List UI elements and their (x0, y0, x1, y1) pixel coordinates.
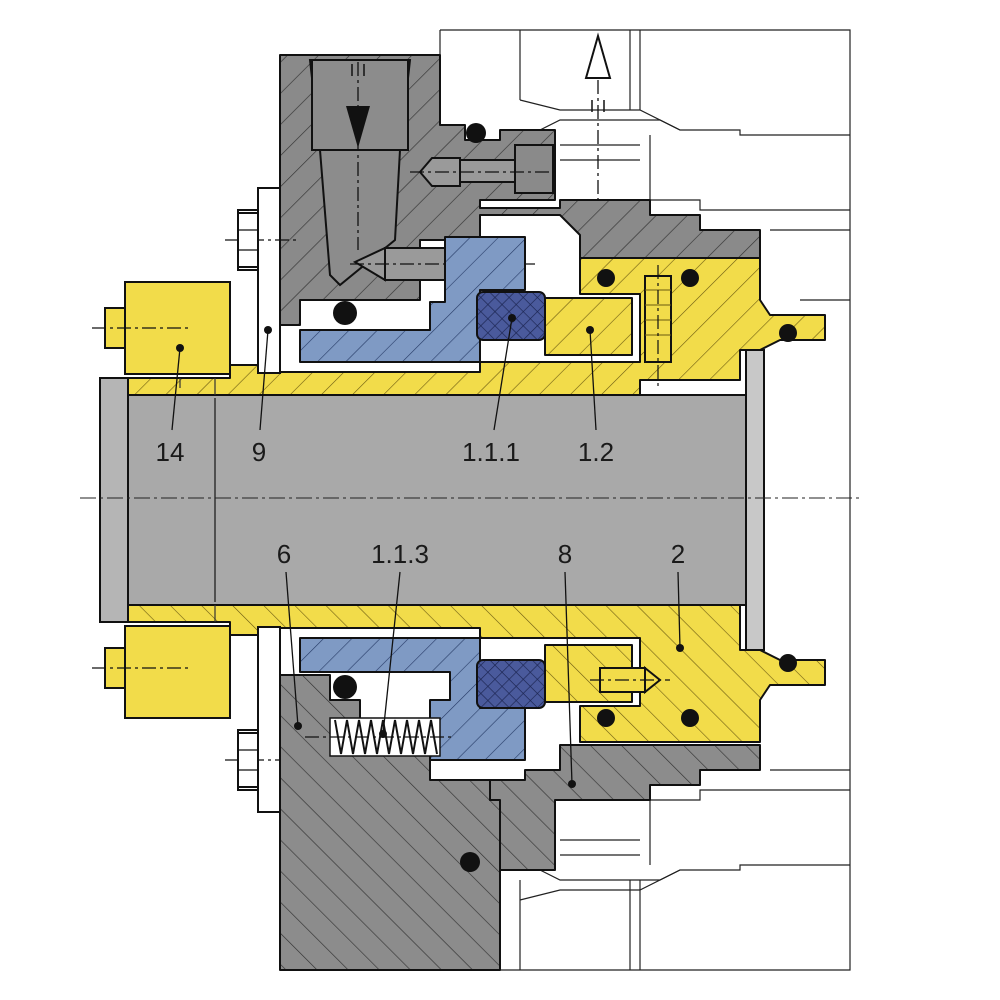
label-1-1-1: 1.1.1 (462, 437, 520, 467)
callout-1-2: 1.2 (578, 326, 614, 467)
bolt-head-top (237, 212, 259, 268)
anti-rotation-pin-bottom (590, 665, 670, 695)
insert-8-bottom (489, 744, 761, 871)
callout-1-1-3: 1.1.3 (371, 539, 429, 738)
callout-8: 8 (558, 539, 576, 788)
label-1-2: 1.2 (578, 437, 614, 467)
set-screw-top (644, 265, 672, 390)
callout-9: 9 (252, 326, 272, 467)
bolt-head-bottom (237, 732, 259, 788)
label-1-1-3: 1.1.3 (371, 539, 429, 569)
flow-inlet-arrow-icon (346, 62, 370, 250)
shaft (99, 349, 765, 651)
label-2: 2 (671, 539, 685, 569)
clamp-collar-top (92, 281, 231, 375)
clamp-collar-bottom (92, 625, 231, 719)
callout-1-1-1: 1.1.1 (462, 314, 520, 467)
seal-face-1-1-1-bottom (476, 659, 546, 709)
label-6: 6 (277, 539, 291, 569)
background-outline (439, 29, 851, 971)
label-9: 9 (252, 437, 266, 467)
socket-screw-top (410, 144, 560, 194)
label-14: 14 (156, 437, 185, 467)
o-rings (333, 123, 797, 872)
label-8: 8 (558, 539, 572, 569)
callout-2: 2 (671, 539, 685, 652)
callout-14: 14 (156, 344, 185, 467)
callout-6: 6 (277, 539, 302, 730)
